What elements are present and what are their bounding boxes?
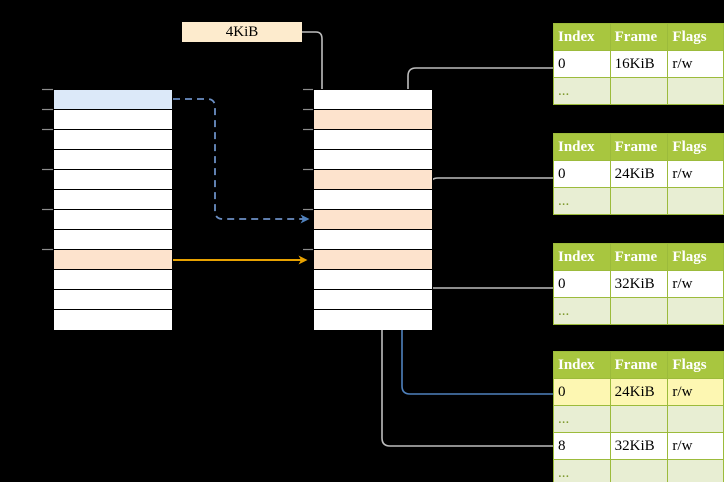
cell-index: 0 <box>553 270 611 298</box>
cell-index: 8 <box>553 432 611 460</box>
column-header-index: Index <box>553 243 611 271</box>
memory-row <box>54 290 172 310</box>
table-row: 0 32KiB r/w <box>553 270 724 298</box>
memory-row <box>314 110 432 130</box>
cell-frame: 32KiB <box>609 432 669 460</box>
table-header-row: Index Frame Flags <box>553 23 724 51</box>
table-row-ellipsis: ... <box>553 405 724 433</box>
cell-index: 0 <box>553 160 611 188</box>
cell-flags <box>667 405 724 433</box>
memory-row <box>54 230 172 250</box>
cell-flags: r/w <box>667 378 724 406</box>
cell-index: ... <box>553 187 611 215</box>
cell-frame <box>609 297 669 325</box>
memory-row <box>54 150 172 170</box>
cell-flags: r/w <box>667 50 724 78</box>
cell-flags <box>667 297 724 325</box>
page-table-level-1: Index Frame Flags 0 16KiB r/w ... <box>553 23 724 105</box>
cell-index: ... <box>553 77 611 105</box>
memory-row <box>54 110 172 130</box>
memory-row <box>314 290 432 310</box>
table-row-ellipsis: ... <box>553 77 724 105</box>
memory-row <box>314 210 432 230</box>
cell-index: ... <box>553 459 611 482</box>
column-header-frame: Frame <box>609 133 669 161</box>
memory-row <box>54 190 172 210</box>
cell-flags: r/w <box>667 160 724 188</box>
table-row-ellipsis: ... <box>553 459 724 482</box>
cell-index: ... <box>553 405 611 433</box>
memory-row <box>314 190 432 210</box>
page-size-label: 4KiB <box>182 22 302 42</box>
table-row-highlighted: 0 24KiB r/w <box>553 378 724 406</box>
table-row: 0 24KiB r/w <box>553 160 724 188</box>
cell-flags: r/w <box>667 270 724 298</box>
cell-frame: 24KiB <box>609 160 669 188</box>
table-row-ellipsis: ... <box>553 297 724 325</box>
cell-flags <box>667 77 724 105</box>
memory-row <box>314 310 432 330</box>
cell-frame: 16KiB <box>609 50 669 78</box>
table-row: 0 16KiB r/w <box>553 50 724 78</box>
memory-row <box>54 270 172 290</box>
column-header-index: Index <box>553 133 611 161</box>
memory-row <box>314 230 432 250</box>
column-header-flags: Flags <box>667 351 724 379</box>
memory-row <box>314 90 432 110</box>
column-header-frame: Frame <box>609 23 669 51</box>
cell-index: 0 <box>553 378 611 406</box>
cell-frame: 24KiB <box>609 378 669 406</box>
cell-frame <box>609 187 669 215</box>
cell-index: ... <box>553 297 611 325</box>
cell-index: 0 <box>553 50 611 78</box>
cell-flags <box>667 187 724 215</box>
virtual-address-space-table <box>53 89 173 330</box>
table-header-row: Index Frame Flags <box>553 351 724 379</box>
memory-row <box>54 310 172 330</box>
table-header-row: Index Frame Flags <box>553 133 724 161</box>
column-header-flags: Flags <box>667 23 724 51</box>
memory-row <box>54 90 172 110</box>
memory-row <box>314 250 432 270</box>
memory-row <box>314 130 432 150</box>
page-table-level-3: Index Frame Flags 0 32KiB r/w ... <box>553 243 724 325</box>
column-header-index: Index <box>553 23 611 51</box>
memory-row <box>314 170 432 190</box>
cell-frame: 32KiB <box>609 270 669 298</box>
cell-frame <box>609 405 669 433</box>
column-header-flags: Flags <box>667 243 724 271</box>
cell-frame <box>609 77 669 105</box>
memory-row <box>314 270 432 290</box>
cell-frame <box>609 459 669 482</box>
column-header-frame: Frame <box>609 243 669 271</box>
memory-row <box>54 130 172 150</box>
column-header-flags: Flags <box>667 133 724 161</box>
cell-flags <box>667 459 724 482</box>
left-table-ticks <box>42 88 53 251</box>
memory-row <box>54 210 172 230</box>
memory-row <box>314 150 432 170</box>
column-header-index: Index <box>553 351 611 379</box>
table-row-ellipsis: ... <box>553 187 724 215</box>
table-header-row: Index Frame Flags <box>553 243 724 271</box>
physical-memory-table <box>313 89 433 330</box>
page-table-level-2: Index Frame Flags 0 24KiB r/w ... <box>553 133 724 215</box>
column-header-frame: Frame <box>609 351 669 379</box>
table-row: 8 32KiB r/w <box>553 432 724 460</box>
middle-table-ticks <box>303 88 313 251</box>
cell-flags: r/w <box>667 432 724 460</box>
memory-row <box>54 170 172 190</box>
page-table-level-4: Index Frame Flags 0 24KiB r/w ... 8 32Ki… <box>553 351 724 482</box>
memory-row <box>54 250 172 270</box>
virtual-page-mapping-arrow <box>173 98 310 224</box>
